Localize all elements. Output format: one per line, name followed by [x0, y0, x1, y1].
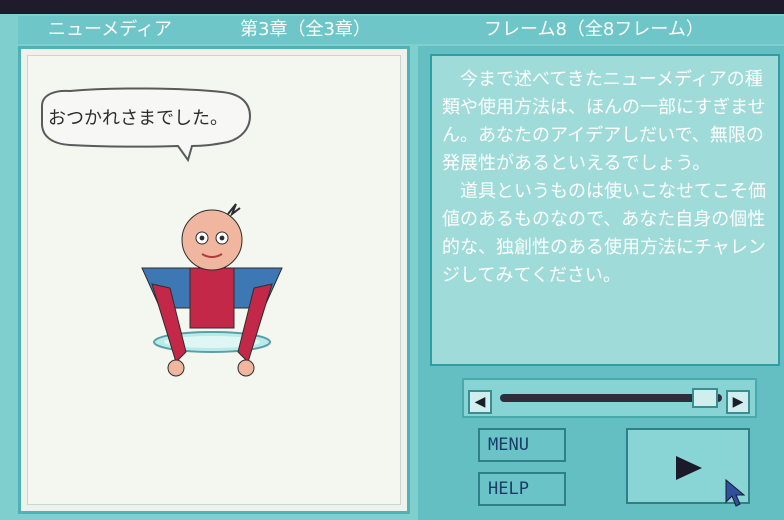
previous-frame-arrow[interactable]: ◀ — [468, 390, 492, 414]
header-title: ニューメディア — [48, 19, 173, 40]
help-button[interactable]: HELP — [478, 472, 566, 506]
character-illustration — [141, 203, 283, 377]
speech-bubble-text: おつかれさまでした。 — [48, 108, 228, 129]
content-paragraph-1: 今まで述べてきたニューメディアの種類や使用方法は、ほんの一部にすぎません。あなた… — [442, 69, 766, 174]
speech-bubble — [41, 87, 252, 162]
menu-button[interactable]: MENU — [478, 428, 566, 462]
content-text-box: 今まで述べてきたニューメディアの種類や使用方法は、ほんの一部にすぎません。あなた… — [430, 54, 780, 366]
content-paragraph-2: 道具というものは使いこなせてこそ価値のあるものなので、あなた自身の個性的な、独創… — [442, 181, 766, 286]
chapter-indicator: 第3章（全3章） — [240, 19, 371, 40]
header-bar: ニューメディア 第3章（全3章） フレーム8（全8フレーム） — [18, 16, 784, 44]
mouse-cursor-icon — [725, 478, 746, 507]
slider-thumb[interactable] — [692, 388, 718, 408]
next-frame-arrow[interactable]: ▶ — [726, 390, 750, 414]
slider-track[interactable] — [500, 394, 722, 402]
frame-indicator: フレーム8（全8フレーム） — [484, 19, 704, 40]
play-icon — [676, 456, 702, 480]
